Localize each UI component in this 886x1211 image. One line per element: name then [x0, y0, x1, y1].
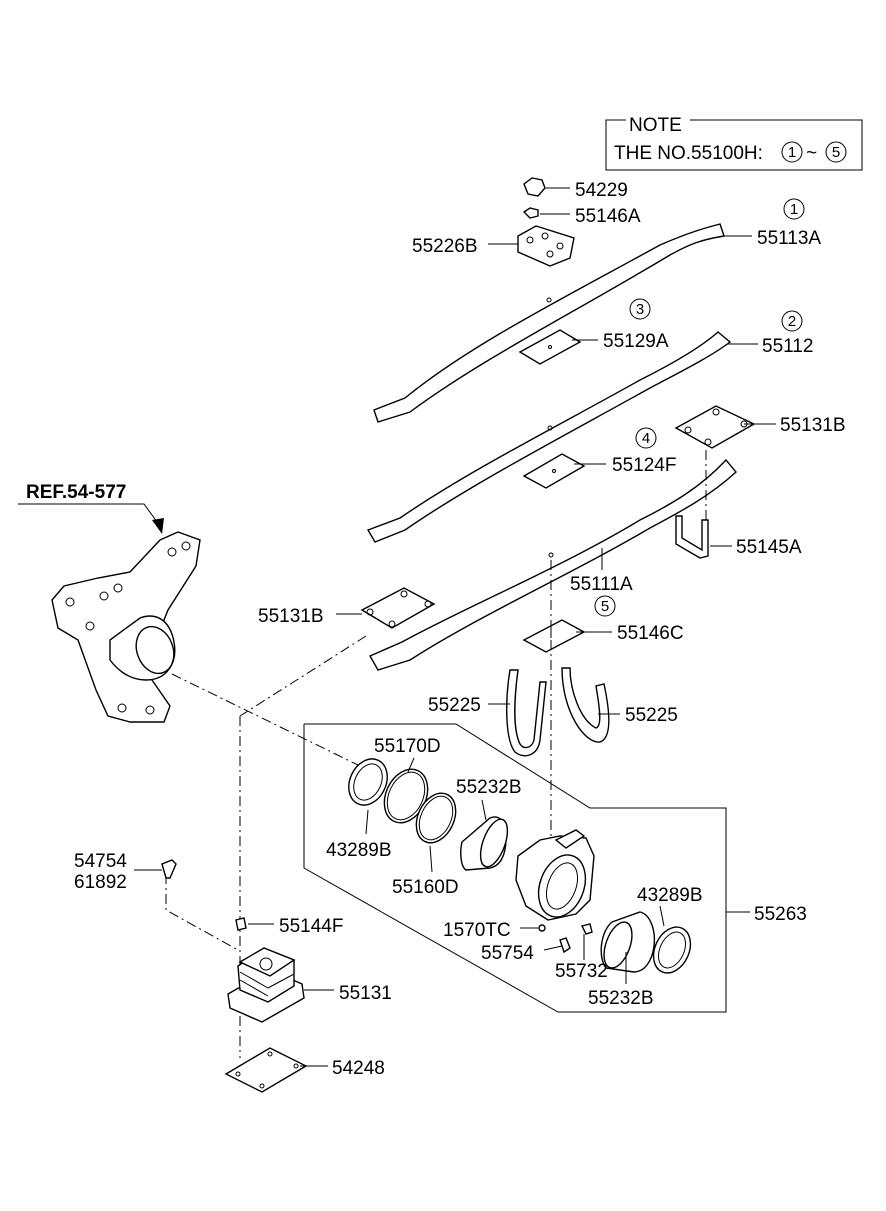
label-55170d: 55170D [374, 736, 441, 757]
leaf-spring-55111a [369, 458, 737, 671]
label-55131: 55131 [339, 983, 392, 1004]
label-55144f: 55144F [279, 916, 343, 937]
label-55225-left: 55225 [428, 695, 481, 716]
reference-label: REF.54-577 [26, 482, 126, 503]
label-55232b-top: 55232B [456, 777, 522, 798]
label-55124f: 55124F [612, 455, 676, 476]
svg-text:5: 5 [601, 598, 609, 615]
label-55732: 55732 [555, 961, 608, 982]
ref-bracket [18, 503, 201, 723]
svg-text:2: 2 [788, 313, 796, 330]
label-55232b-bottom: 55232B [588, 988, 654, 1009]
svg-text:1: 1 [790, 201, 798, 218]
group-box-55263 [303, 723, 727, 1013]
bushing-group-parts [348, 758, 692, 974]
label-55131b-right: 55131B [780, 415, 846, 436]
label-54754: 54754 [74, 851, 127, 872]
label-55146a: 55146A [575, 206, 641, 227]
callout-3: 3 [629, 298, 651, 320]
label-55146c: 55146C [617, 623, 684, 644]
label-54229: 54229 [575, 180, 628, 201]
note-tilde: ~ [806, 143, 817, 164]
leader-lines [134, 187, 776, 1067]
u-bolt-55225-left [506, 669, 547, 757]
label-55226b: 55226B [412, 236, 478, 257]
callout-4: 4 [635, 427, 657, 449]
spring-seat-assembly [517, 177, 575, 267]
callout-1: 1 [783, 198, 805, 220]
lower-mount-parts [161, 859, 308, 1093]
label-55263: 55263 [754, 904, 807, 925]
note-range-end: 5 [832, 144, 840, 161]
label-55111a: 55111A [570, 574, 633, 595]
svg-text:3: 3 [636, 301, 644, 318]
note-range-start: 1 [788, 144, 796, 161]
note-title: NOTE [629, 115, 682, 136]
note-text: THE NO.55100H: [614, 143, 763, 164]
label-55112: 55112 [762, 336, 813, 357]
leaf-spring-55112 [366, 331, 732, 543]
label-54248: 54248 [332, 1058, 385, 1079]
label-55225-right: 55225 [625, 705, 678, 726]
callout-5: 5 [594, 595, 616, 617]
clip-55145a [675, 450, 709, 559]
pad-55131b-left [360, 587, 436, 629]
label-55113a: 55113A [757, 228, 821, 249]
label-1570tc: 1570TC [443, 920, 511, 941]
svg-text:4: 4 [642, 430, 650, 447]
label-43289b-right: 43289B [637, 885, 703, 906]
callout-2: 2 [781, 310, 803, 332]
note-box: NOTE THE NO.55100H: 1 ~ 5 [605, 115, 863, 171]
label-55131b-left: 55131B [258, 606, 324, 627]
label-55754: 55754 [481, 943, 534, 964]
label-55129a: 55129A [603, 331, 669, 352]
label-55160d: 55160D [392, 877, 459, 898]
u-bolt-55225-right [561, 667, 610, 743]
label-55145a: 55145A [736, 537, 802, 558]
label-61892: 61892 [74, 872, 127, 893]
label-43289b-left: 43289B [326, 840, 392, 861]
